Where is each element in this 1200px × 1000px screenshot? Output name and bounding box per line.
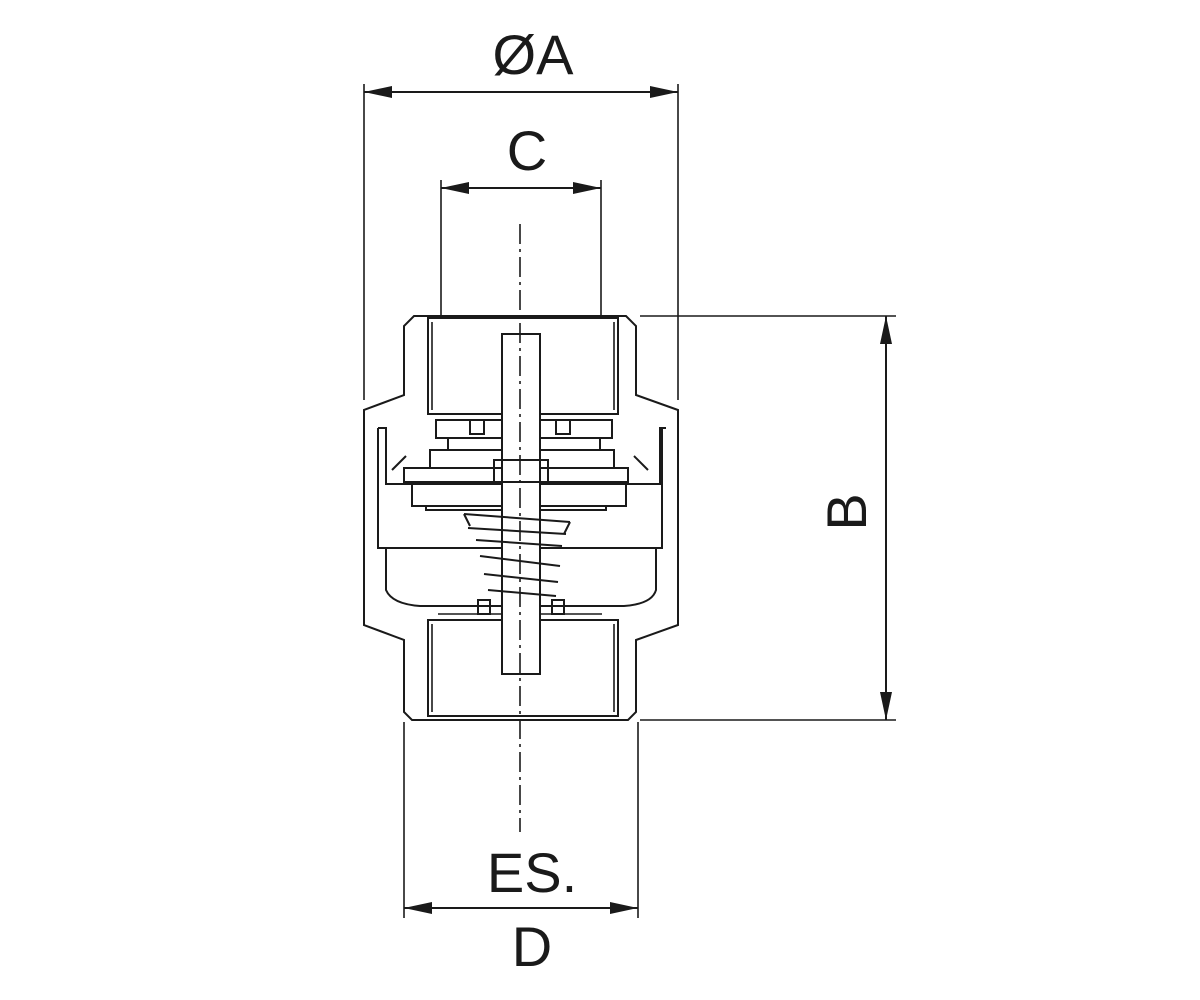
label-height: B xyxy=(815,493,878,530)
dimension-outer-diameter: ØA xyxy=(363,23,679,400)
dimension-thread: ES. D xyxy=(403,722,639,978)
label-thread-size: D xyxy=(512,915,552,978)
dimension-bore: C xyxy=(440,119,602,318)
label-outer-diameter: ØA xyxy=(493,23,575,86)
valve-stem xyxy=(493,333,549,675)
dimension-height: B xyxy=(640,315,896,721)
label-bore: C xyxy=(507,119,547,182)
label-thread-type: ES. xyxy=(487,841,577,904)
